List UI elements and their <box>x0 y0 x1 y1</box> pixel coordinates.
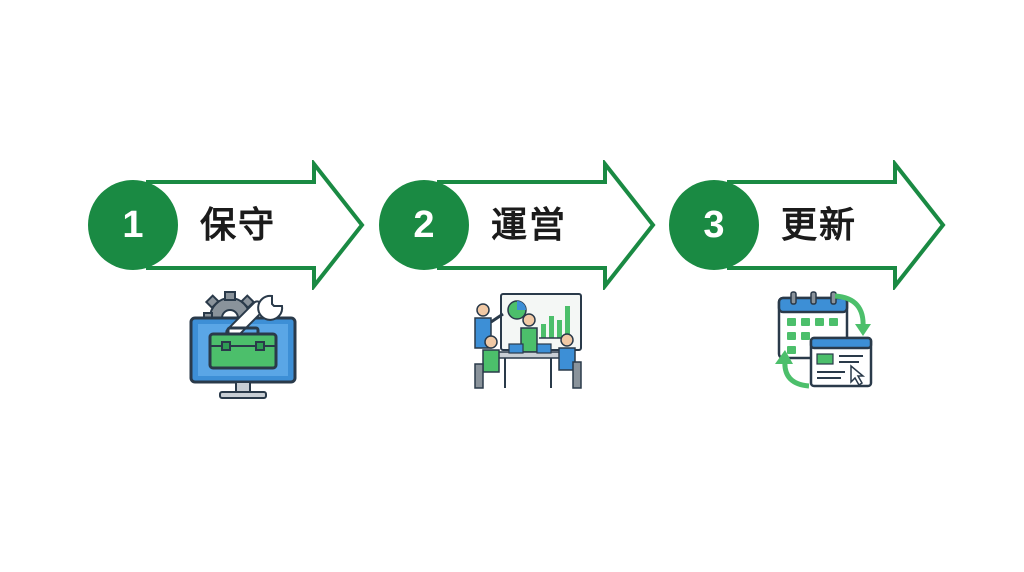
step-2-label: 運営 <box>491 205 568 246</box>
step-1-number: 1 <box>88 180 178 270</box>
step-1-label: 保守 <box>200 205 277 246</box>
maintenance-toolbox-monitor-icon <box>189 291 297 399</box>
step-1-arrow <box>146 160 365 290</box>
step-2-operation: 2 運営 <box>379 160 669 410</box>
step-3-update: 3 更新 <box>669 160 959 410</box>
step-2-arrow <box>437 160 656 290</box>
team-meeting-icon <box>474 293 582 389</box>
step-1-maintenance: 1 保守 <box>88 160 378 410</box>
browser-window-icon <box>809 336 873 388</box>
step-3-label: 更新 <box>781 205 858 246</box>
calendar-refresh-icon <box>775 291 873 389</box>
step-3-number: 3 <box>669 180 759 270</box>
step-2-number: 2 <box>379 180 469 270</box>
seated-person-left-icon <box>474 335 500 389</box>
refresh-arrows-icon <box>775 293 871 389</box>
step-3-arrow <box>727 160 946 290</box>
seated-person-right-icon <box>558 333 582 389</box>
cursor-icon <box>850 364 866 387</box>
toolbox-icon <box>208 326 278 370</box>
